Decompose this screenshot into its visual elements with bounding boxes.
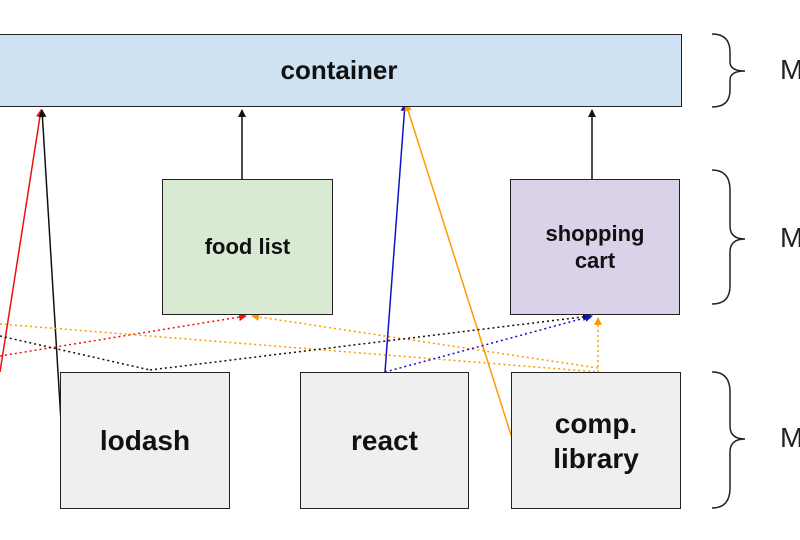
dotted-blue-to-cart [384,313,593,373]
arrow-lodash-to-container [38,109,63,439]
comp-library-label: comp. library [553,407,639,474]
lodash-label: lodash [99,425,191,456]
shopping-cart-label: shopping cart [545,220,645,274]
brace-bottom [711,371,746,509]
side-label-top: M [780,54,800,85]
dotted-orange-left [0,323,599,373]
react-label: react [351,425,418,456]
shopping-cart-box: shopping cart [510,179,680,315]
side-label-middle: M [780,222,800,253]
side-label-bottom: M [780,422,800,453]
brace-top [711,33,746,108]
dotted-black-left [0,335,151,371]
arrow-react-to-container [384,103,409,373]
dotted-orange-to-foodlist [251,313,599,369]
arrow-red-to-container [0,109,44,373]
comp-library-box: comp. library [511,372,681,509]
food-list-label: food list [204,234,291,260]
lodash-box: lodash [60,372,230,509]
food-list-box: food list [162,179,333,315]
container-label: container [280,55,398,86]
arrow-complib-to-container [404,103,513,439]
brace-middle [711,169,746,305]
dotted-black-to-cart [149,312,591,371]
dotted-red-to-foodlist [0,313,247,357]
react-box: react [300,372,469,509]
container-box: container [0,34,682,107]
